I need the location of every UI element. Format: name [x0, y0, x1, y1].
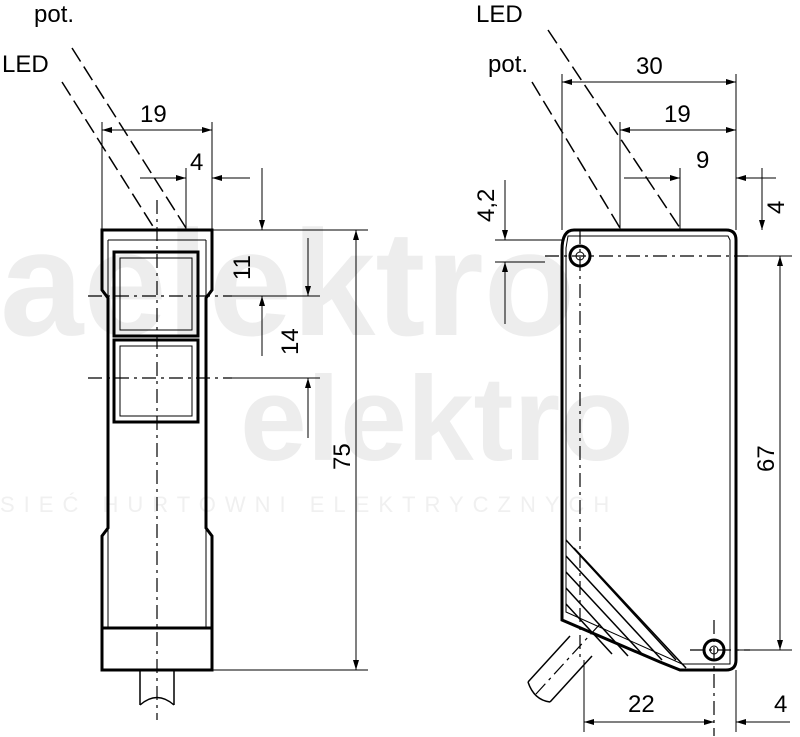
left-lens-lower-inner — [119, 345, 193, 417]
right-body-outline — [560, 228, 738, 672]
right-cable-end — [527, 681, 551, 703]
watermark-brand: aelektro — [0, 199, 575, 367]
watermark-tagline: SIEĆ HURTOWNI ELEKTRYCZNYCH — [0, 492, 618, 517]
watermark-brand-line2: elektro — [240, 352, 634, 486]
left-cable-end — [139, 696, 175, 706]
right-hatch — [565, 539, 687, 669]
left-pot-label: pot. — [34, 1, 74, 28]
right-dim-9-text: 9 — [696, 147, 709, 174]
right-led-pointer — [547, 29, 681, 229]
left-led-label: LED — [2, 51, 49, 78]
right-dim-42-text: 4,2 — [473, 189, 500, 222]
left-pot-pointer — [71, 47, 187, 229]
right-led-label: LED — [476, 1, 523, 28]
right-cable-axis — [535, 623, 601, 695]
right-dim-4-bottom-text: 4 — [774, 691, 787, 718]
right-cable-b — [549, 655, 593, 703]
left-lens-upper-outer — [112, 250, 200, 338]
right-pot-label: pot. — [488, 51, 528, 78]
right-dim-22-text: 22 — [628, 691, 655, 718]
left-lens-upper-inner — [119, 257, 193, 331]
left-lens-lower-outer — [112, 338, 200, 424]
right-pot-pointer — [531, 81, 621, 229]
right-dim-67-text: 67 — [753, 445, 780, 472]
right-dim-19-text: 19 — [664, 101, 691, 128]
right-cable-a — [527, 635, 571, 683]
right-dim-30-text: 30 — [636, 53, 663, 80]
left-dim-4-text: 4 — [190, 149, 203, 176]
right-body-inner — [565, 235, 731, 665]
left-dim-14-text: 14 — [277, 328, 304, 355]
left-dim-11-text: 11 — [229, 255, 256, 280]
right-view: LED pot. 30 19 9 4 4,2 67 22 — [473, 1, 792, 736]
left-dim-19-text: 19 — [140, 101, 167, 128]
watermark: aelektro elektro SIEĆ HURTOWNI ELEKTRYCZ… — [0, 199, 634, 517]
left-dim-75-text: 75 — [329, 443, 356, 470]
left-led-pointer — [61, 81, 155, 229]
left-view: pot. LED 19 4 11 14 75 — [2, 1, 368, 720]
right-dim-4-top-text: 4 — [763, 201, 790, 214]
